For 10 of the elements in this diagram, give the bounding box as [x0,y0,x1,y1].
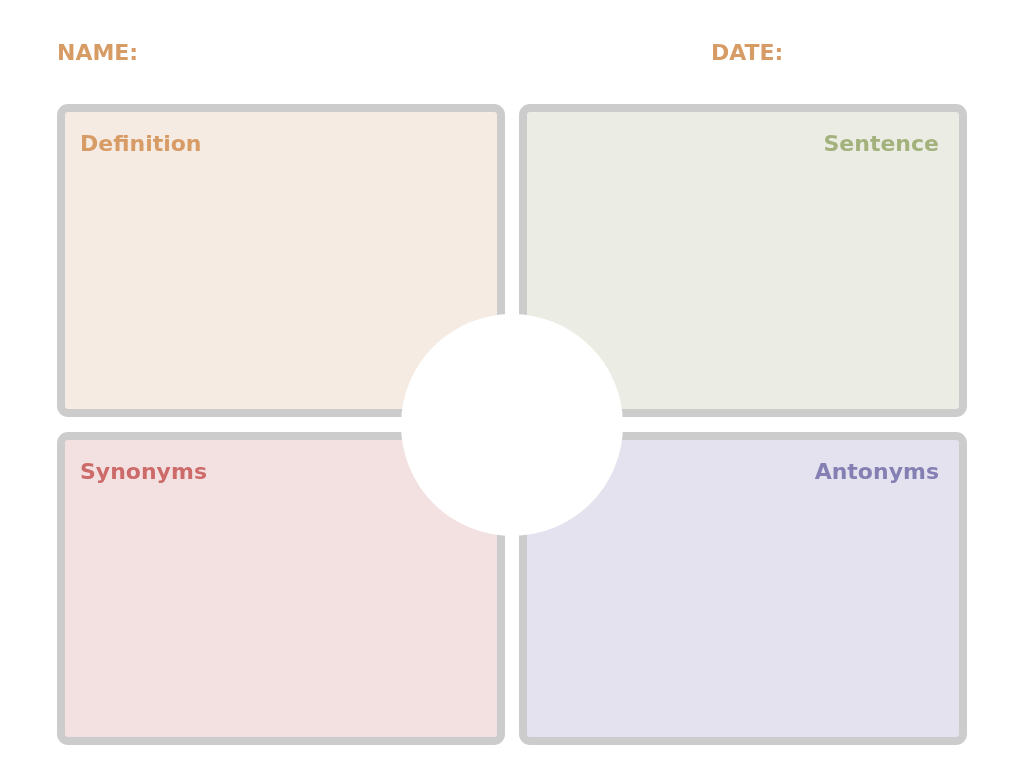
section-panel [519,104,967,417]
section-panel [519,432,967,745]
section-panel [57,432,505,745]
section-heading: Antonyms [814,459,939,485]
section-panel [57,104,505,417]
section-heading: Sentence [823,131,939,157]
field-label: DATE: [711,40,784,66]
section-heading: Definition [80,131,202,157]
field-label: NAME: [57,40,139,66]
section-heading: Synonyms [80,459,207,485]
